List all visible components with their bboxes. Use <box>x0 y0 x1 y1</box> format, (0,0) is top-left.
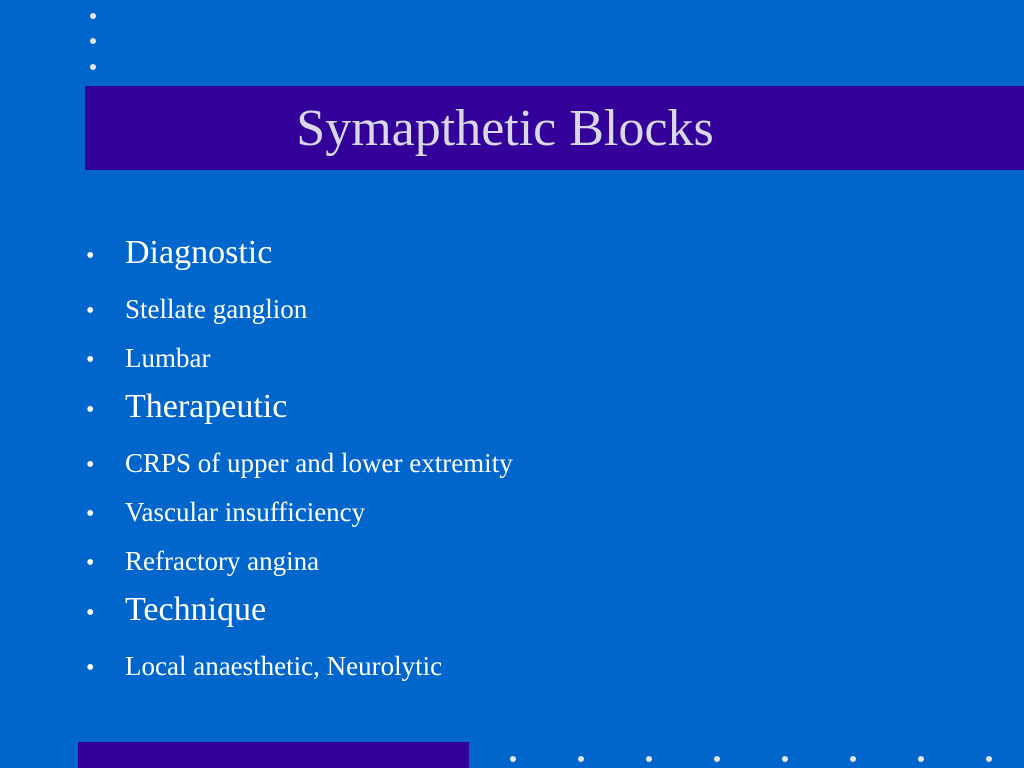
bullet-icon: • <box>86 347 95 373</box>
bullet-icon: • <box>86 501 95 527</box>
list-item-text: Stellate ganglion <box>125 294 308 324</box>
bullet-icon: • <box>86 550 95 576</box>
bullet-icon: • <box>86 655 95 681</box>
decor-dot <box>90 64 96 70</box>
bullet-icon: • <box>86 452 95 478</box>
bullet-list: • Diagnostic • Stellate ganglion • Lumba… <box>86 229 513 691</box>
bullet-icon: • <box>86 600 95 626</box>
decor-dot <box>646 756 652 762</box>
list-item-text: Vascular insufficiency <box>125 497 366 527</box>
list-item-text: Lumbar <box>125 343 211 373</box>
title-bar: Symapthetic Blocks <box>85 86 1024 170</box>
decor-dot <box>90 13 96 19</box>
list-item: • Therapeutic <box>86 383 513 439</box>
decor-dot <box>510 756 516 762</box>
list-item-text: CRPS of upper and lower extremity <box>125 448 513 478</box>
list-item-text: Diagnostic <box>125 234 273 271</box>
list-item-text: Therapeutic <box>125 388 288 425</box>
list-item: • Diagnostic <box>86 229 513 285</box>
decor-dot <box>850 756 856 762</box>
list-item: • Lumbar <box>86 334 513 383</box>
list-item: • Stellate ganglion <box>86 285 513 334</box>
bullet-icon: • <box>86 298 95 324</box>
list-item: • Refractory angina <box>86 537 513 586</box>
decor-dot <box>578 756 584 762</box>
decor-dot <box>986 756 992 762</box>
bullet-icon: • <box>86 243 95 269</box>
decor-dot <box>782 756 788 762</box>
list-item: • Technique <box>86 586 513 642</box>
list-item-text: Technique <box>125 591 267 628</box>
list-item-text: Refractory angina <box>125 546 320 576</box>
decor-dot <box>918 756 924 762</box>
decor-dot <box>90 38 96 44</box>
bullet-icon: • <box>86 397 95 423</box>
list-item-text: Local anaesthetic, Neurolytic <box>125 651 443 681</box>
list-item: • CRPS of upper and lower extremity <box>86 439 513 488</box>
list-item: • Local anaesthetic, Neurolytic <box>86 642 513 691</box>
list-item: • Vascular insufficiency <box>86 488 513 537</box>
footer-bar <box>78 742 469 768</box>
slide-title: Symapthetic Blocks <box>296 99 714 157</box>
decor-dot <box>714 756 720 762</box>
